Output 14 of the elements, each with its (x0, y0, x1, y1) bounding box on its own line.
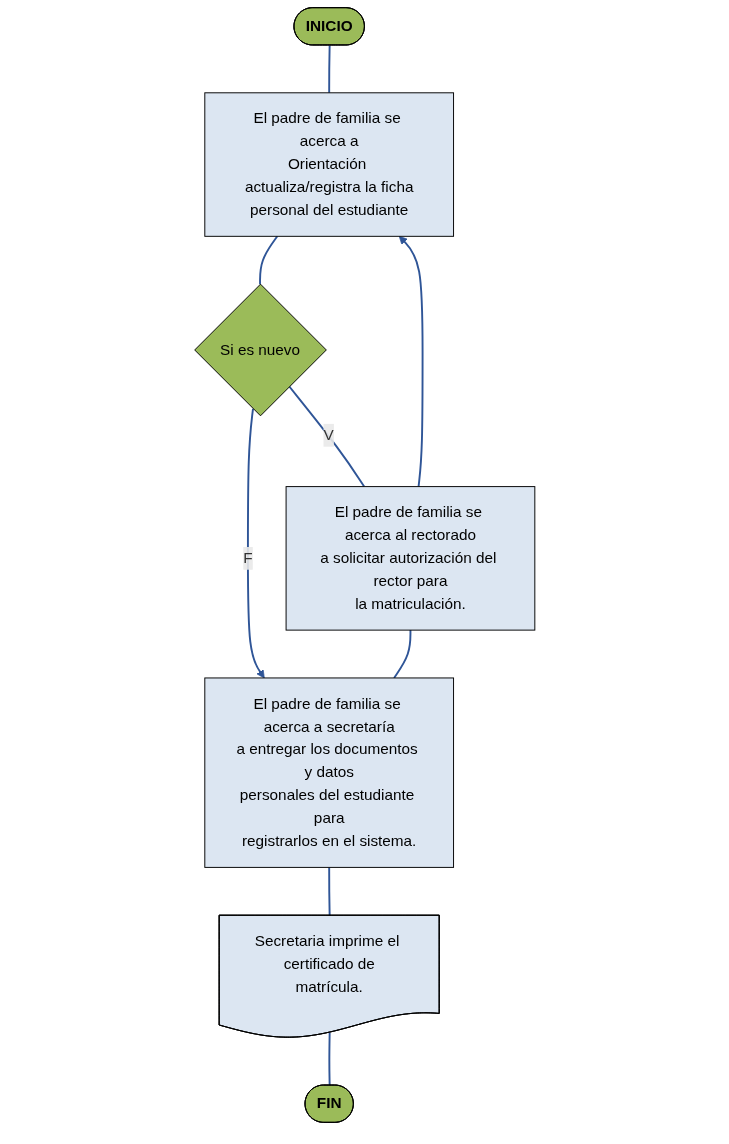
node-box: El padre de familia se acerca al rectorado a solicitar autorización del rector para la matriculación. (285, 486, 536, 631)
node-box: El padre de familia se acerca a Orientación actualiza/registra la ficha personal del estudiante (204, 92, 454, 237)
connector (328, 1031, 331, 1087)
arrow (398, 235, 424, 488)
connector (258, 235, 278, 286)
node-box: El padre de familia se acerca a secretaría a entregar los documentos y datos personales del estudiante para registrarlos en el sistema. (204, 677, 454, 868)
edge-label: V (323, 426, 334, 443)
connector (392, 629, 412, 679)
connector (327, 866, 331, 917)
arrow (246, 407, 265, 679)
node-diamond: Si es nuevo (193, 283, 327, 417)
connector (327, 44, 331, 94)
connector (288, 385, 365, 488)
edge-label: F (242, 549, 253, 567)
